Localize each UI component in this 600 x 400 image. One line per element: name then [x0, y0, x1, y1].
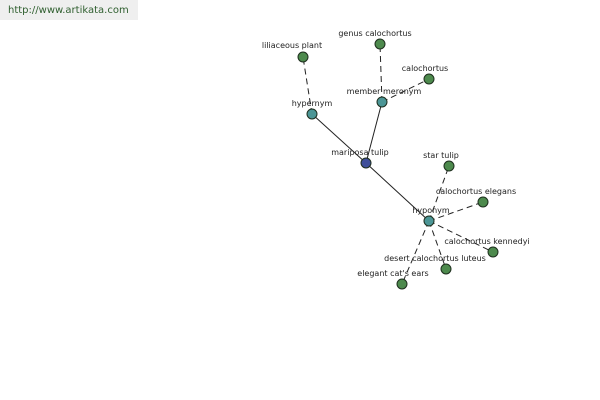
node-calochortus-kennedyi[interactable]	[487, 246, 499, 258]
node-calochortus-elegans[interactable]	[477, 196, 489, 208]
node-member-meronym[interactable]	[376, 96, 388, 108]
edge-hyponym-desert-calochortus-luteus	[428, 220, 447, 270]
edge-center-hyponym	[365, 162, 430, 222]
label-calochortus: calochortus	[402, 64, 448, 73]
node-calochortus[interactable]	[423, 73, 435, 85]
label-member-meronym: member meronym	[347, 87, 422, 96]
label-desert-calochortus-luteus: desert calochortus luteus	[384, 254, 486, 263]
edge-center-member-meronym	[365, 101, 383, 164]
node-elegant-cats-ears[interactable]	[396, 278, 408, 290]
label-liliaceous-plant: liliaceous plant	[262, 41, 322, 50]
node-liliaceous-plant[interactable]	[297, 51, 309, 63]
edge-member-meronym-calochortus	[381, 78, 430, 103]
edge-hyponym-calochortus-kennedyi	[428, 220, 494, 253]
label-hyponym: hyponym	[412, 206, 450, 215]
node-mariposa-tulip[interactable]	[360, 157, 372, 169]
node-hyponym[interactable]	[423, 215, 435, 227]
label-mariposa-tulip: mariposa tulip	[331, 148, 389, 157]
label-calochortus-elegans: calochortus elegans	[436, 187, 516, 196]
label-star-tulip: star tulip	[423, 151, 459, 160]
source-url[interactable]: http://www.artikata.com	[0, 0, 138, 20]
node-star-tulip[interactable]	[443, 160, 455, 172]
node-genus-calochortus[interactable]	[374, 38, 386, 50]
node-desert-calochortus-luteus[interactable]	[440, 263, 452, 275]
edge-center-hypernym	[311, 113, 367, 164]
label-hypernym: hypernym	[292, 99, 333, 108]
label-calochortus-kennedyi: calochortus kennedyi	[444, 237, 529, 246]
node-hypernym[interactable]	[306, 108, 318, 120]
label-elegant-cats-ears: elegant cat's ears	[357, 269, 428, 278]
label-genus-calochortus: genus calochortus	[338, 29, 411, 38]
edge-hyponym-elegant-cats-ears	[401, 220, 430, 285]
